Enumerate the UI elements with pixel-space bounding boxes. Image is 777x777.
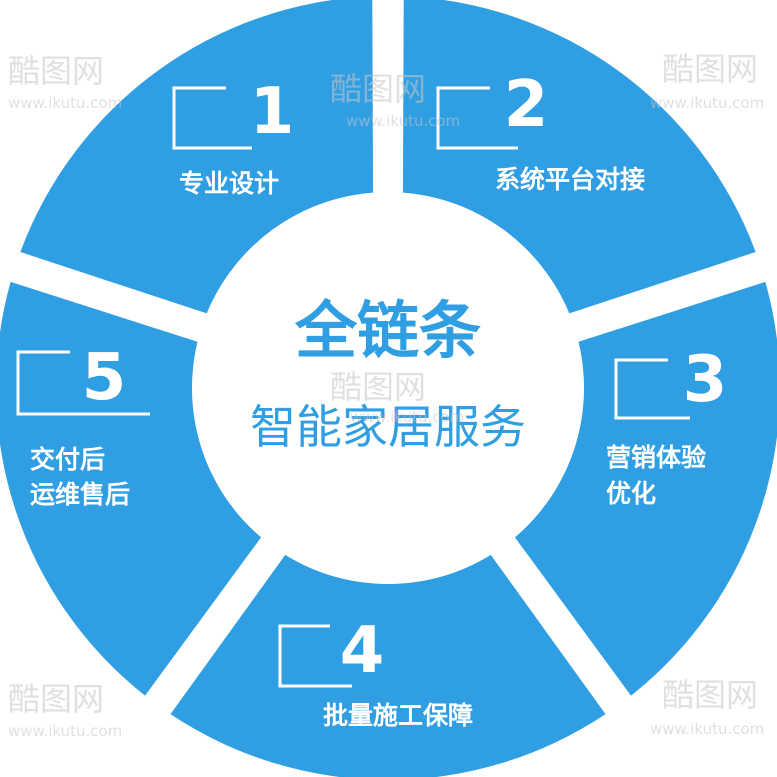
segment-3 (170, 554, 606, 777)
center-title: 全链条 (294, 294, 481, 367)
segment-4-bracket (278, 624, 352, 688)
segment-2-label: 系统平台对接 (495, 165, 645, 194)
segment-1-content: 1 专业设计 (172, 75, 295, 198)
watermark-brand: 酷图网 (8, 52, 104, 90)
segment-5-content: 5 交付后 运维售后 (16, 341, 150, 509)
watermark-url: www.ikutu.com (346, 112, 460, 130)
watermark-layer: 酷图网 www.ikutu.com 酷图网 www.ikutu.com 酷图网 … (8, 50, 764, 740)
segment-1 (402, 0, 756, 314)
watermark-brand: 酷图网 (662, 50, 758, 88)
watermark-url: www.ikutu.com (8, 94, 122, 112)
segment-2-number: 2 (504, 68, 549, 142)
segment-5-bracket (16, 350, 150, 416)
watermark-brand: 酷图网 (662, 676, 758, 714)
segment-1-number: 1 (250, 75, 295, 149)
segment-1-label: 专业设计 (179, 169, 279, 198)
segment-3-label-line2: 优化 (606, 479, 656, 508)
segment-4-number: 4 (340, 614, 385, 688)
segment-5-label-line2: 运维售后 (30, 480, 130, 509)
segment-3-content: 3 营销体验 优化 (606, 343, 727, 508)
segment-3-label-line1: 营销体验 (606, 443, 706, 472)
segment-4-label: 批量施工保障 (323, 701, 473, 730)
watermark-url: www.ikutu.com (650, 720, 764, 738)
segment-1-bracket (172, 86, 252, 150)
segment-3-bracket (614, 358, 690, 420)
segment-4-content: 4 批量施工保障 (278, 614, 473, 730)
segment-5-label-line1: 交付后 (30, 445, 105, 474)
watermark-url: www.ikutu.com (650, 94, 764, 112)
segment-3-number: 3 (683, 343, 728, 417)
segment-5-number: 5 (82, 341, 127, 415)
center-subtitle: 智能家居服务 (250, 400, 526, 454)
segment-2 (514, 281, 777, 696)
segment-2-bracket (436, 86, 518, 150)
watermark-url: www.ikutu.com (350, 408, 464, 426)
segment-2-content: 2 系统平台对接 (436, 68, 645, 194)
watermark-brand: 酷图网 (330, 70, 426, 108)
watermark-url: www.ikutu.com (8, 722, 122, 740)
segment-4 (0, 281, 262, 696)
watermark-brand: 酷图网 (8, 680, 104, 718)
segment-5 (20, 0, 374, 314)
watermark-brand: 酷图网 (330, 368, 426, 406)
